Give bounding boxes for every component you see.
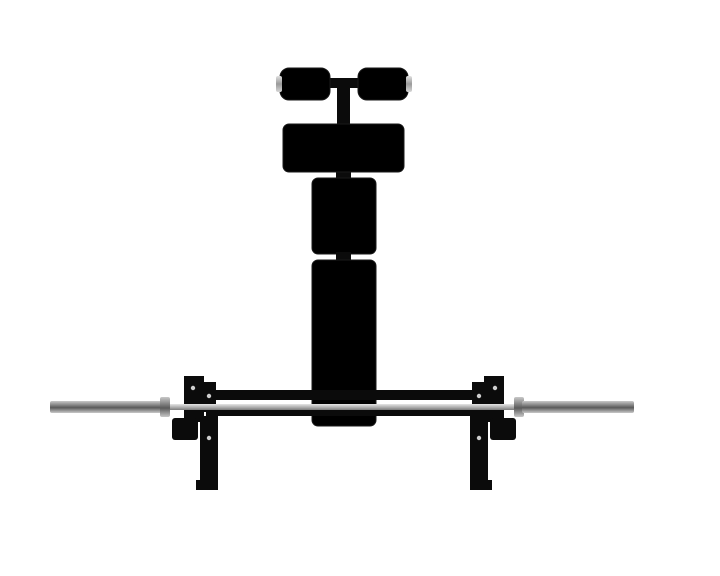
right-foam-roller bbox=[357, 67, 412, 101]
left-bolt-low bbox=[206, 435, 212, 441]
right-bolt-top bbox=[492, 385, 498, 391]
bench-pads bbox=[282, 123, 405, 427]
roller-stem bbox=[337, 80, 350, 128]
right-sleeve bbox=[522, 401, 634, 413]
seat-pad bbox=[311, 177, 377, 255]
right-bolt-low bbox=[476, 435, 482, 441]
right-leg bbox=[470, 416, 488, 490]
left-foam-roller bbox=[276, 67, 331, 101]
roller-crossbar bbox=[326, 78, 362, 88]
left-leg bbox=[200, 416, 218, 490]
left-sleeve bbox=[50, 401, 162, 413]
right-upright bbox=[470, 376, 516, 490]
barbell bbox=[50, 397, 634, 417]
front-crossbeam bbox=[206, 408, 484, 416]
left-collar bbox=[160, 397, 170, 417]
right-j-hook bbox=[490, 418, 516, 440]
left-foot bbox=[196, 480, 218, 490]
left-bolt-top bbox=[190, 385, 196, 391]
right-foot bbox=[470, 480, 492, 490]
right-roller-cap bbox=[406, 76, 412, 92]
bar-shaft bbox=[170, 404, 516, 410]
right-collar bbox=[514, 397, 524, 417]
left-bolt-mid bbox=[206, 393, 212, 399]
right-bolt-mid bbox=[476, 393, 482, 399]
back-pad bbox=[311, 259, 377, 427]
left-j-hook bbox=[172, 418, 198, 440]
leg-roller-assembly bbox=[276, 67, 412, 128]
left-roller-cap bbox=[276, 76, 282, 92]
rear-crossbeam bbox=[206, 390, 484, 400]
head-pad bbox=[282, 123, 405, 173]
